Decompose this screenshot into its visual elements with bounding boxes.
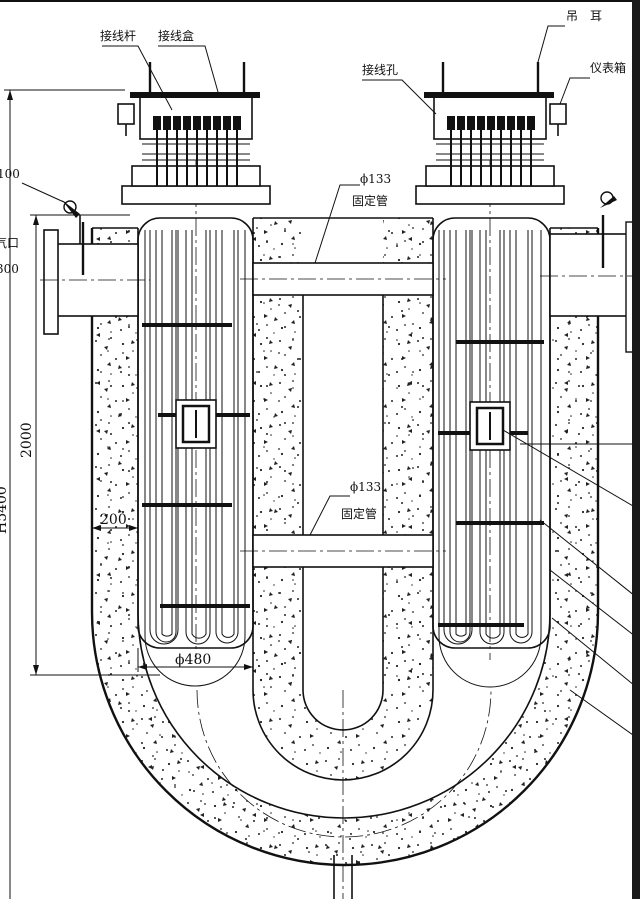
dim-insulation-200: 200 bbox=[100, 512, 127, 528]
right-junction-box bbox=[415, 62, 567, 205]
label-terminal-rod: 接线杆 bbox=[100, 28, 136, 43]
dim-overall-partial: H5400 bbox=[0, 486, 10, 534]
dim-pipe-diameter-top: ϕ133 bbox=[360, 172, 391, 186]
insulation-layer bbox=[92, 218, 598, 865]
text-labels: 接线杆 接线盒 吊 耳 接线孔 仪表箱 ϕ133 固定管 ϕ133 固定管 10… bbox=[0, 9, 626, 668]
label-left-300: 300 bbox=[0, 262, 19, 276]
left-inlet-nozzle bbox=[40, 200, 150, 335]
label-fixed-pipe-top: 固定管 bbox=[352, 193, 388, 208]
label-wiring-hole: 接线孔 bbox=[362, 62, 398, 77]
dim-shell-diameter: ϕ480 bbox=[175, 652, 211, 668]
label-junction-box: 接线盒 bbox=[158, 28, 194, 43]
left-heater-shell bbox=[137, 160, 254, 687]
label-inlet-partial: 气口 bbox=[0, 235, 19, 250]
left-junction-box bbox=[117, 62, 271, 205]
fixed-pipe-mid bbox=[240, 534, 446, 568]
label-lifting-lug: 吊 耳 bbox=[566, 9, 602, 23]
right-edge-strip bbox=[632, 0, 640, 899]
label-instrument-box: 仪表箱 bbox=[590, 60, 626, 75]
right-outlet-nozzle bbox=[540, 191, 635, 353]
label-fixed-pipe-mid: 固定管 bbox=[341, 506, 377, 521]
dim-height-2000: 2000 bbox=[19, 422, 35, 458]
right-heater-shell bbox=[432, 160, 551, 688]
dim-pipe-diameter-mid: ϕ133 bbox=[350, 480, 381, 494]
label-left-100: 100 bbox=[0, 167, 20, 181]
leader-lines bbox=[21, 25, 640, 741]
dimension-lines bbox=[4, 89, 254, 899]
fixed-pipe-top bbox=[240, 262, 446, 296]
bottom-drain bbox=[333, 690, 353, 899]
top-border bbox=[0, 0, 640, 2]
